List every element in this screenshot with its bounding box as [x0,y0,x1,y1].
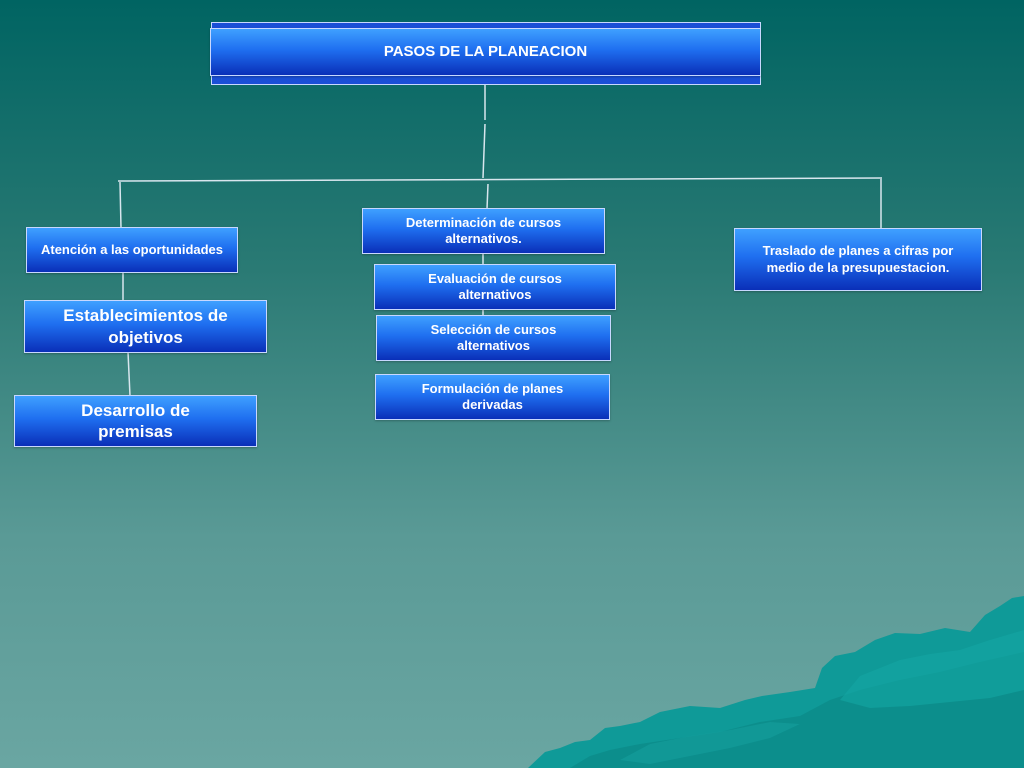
title-connector-lower [482,123,486,179]
step-traslado-planes-text: Traslado de planes a cifras por medio de… [762,243,954,275]
left-connector-2 [127,351,131,397]
step-evaluacion-cursos-text: Evaluación de cursos alternativos [428,270,562,302]
step-establecimientos-objetivos-text: Establecimientos de objetivos [63,306,228,347]
step-atencion-oportunidades-text: Atención a las oportunidades [40,241,224,257]
step-desarrollo-premisas: Desarrollo de premisas [14,395,257,447]
step-formulacion-planes: Formulación de planes derivadas [375,374,610,420]
step-formulacion-planes-text: Formulación de planes derivadas [421,380,564,412]
title-box: PASOS DE LA PLANEACION [210,28,761,76]
left-branch-connector [119,181,122,229]
horizontal-connector [117,177,883,182]
step-determinacion-cursos-text: Determinación de cursos alternativos. [405,214,562,246]
step-evaluacion-cursos: Evaluación de cursos alternativos [374,264,616,310]
step-determinacion-cursos: Determinación de cursos alternativos. [362,208,605,254]
step-traslado-planes: Traslado de planes a cifras por medio de… [734,228,982,291]
step-seleccion-cursos: Selección de cursos alternativos [376,315,611,361]
step-atencion-oportunidades: Atención a las oportunidades [26,227,238,273]
center-branch-connector [486,183,489,210]
step-establecimientos-objetivos: Establecimientos de objetivos [24,300,267,353]
step-desarrollo-premisas-text: Desarrollo de premisas [81,400,190,441]
title-text: PASOS DE LA PLANEACION [383,42,588,60]
step-seleccion-cursos-text: Selección de cursos alternativos [430,321,557,353]
